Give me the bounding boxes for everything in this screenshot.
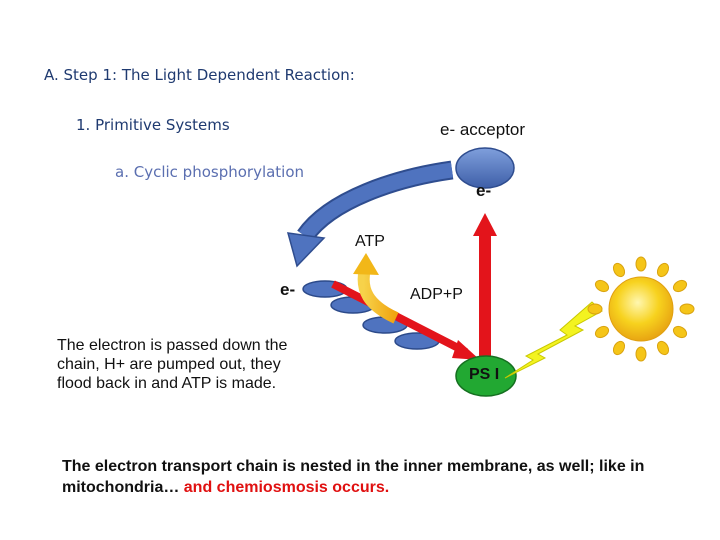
- atp-synthesis-arrow: [353, 253, 399, 324]
- excitation-arrow: [473, 213, 497, 356]
- electron-top-label: e-: [476, 181, 492, 200]
- electron-left-label: e-: [280, 280, 296, 299]
- light-energy-bolt: [504, 301, 603, 379]
- chain-description: The electron is passed down the chain, H…: [57, 337, 288, 392]
- sun-icon: [587, 256, 695, 362]
- electron-acceptor: [455, 147, 515, 189]
- chain-red-arrow: [331, 280, 480, 360]
- atp-label: ATP: [355, 233, 385, 250]
- photosystem-one: [455, 355, 517, 397]
- ps-label: PS I: [469, 366, 500, 383]
- return-arrow: [286, 160, 454, 268]
- bottom-summary: The electron transport chain is nested i…: [62, 456, 682, 498]
- acceptor-label: e- acceptor: [440, 120, 526, 139]
- bottom-summary-highlight: and chemiosmosis occurs.: [183, 479, 390, 496]
- bottom-summary-main: The electron transport chain is nested i…: [62, 458, 645, 496]
- adp-label: ADP+P: [410, 286, 463, 303]
- section-heading: A. Step 1: The Light Dependent Reaction:: [44, 66, 355, 84]
- subheading-primitive-systems: 1. Primitive Systems: [76, 116, 230, 134]
- subheading-cyclic-phosphorylation: a. Cyclic phosphorylation: [115, 163, 305, 181]
